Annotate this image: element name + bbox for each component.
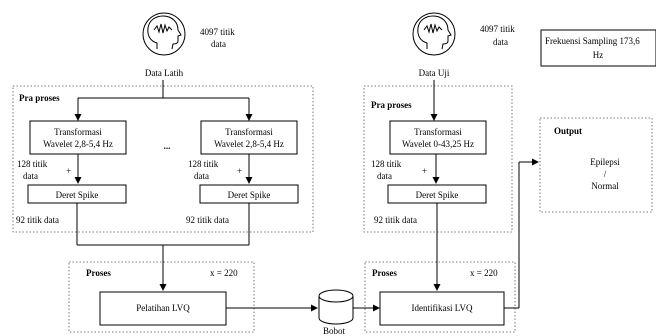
- wavelet-test-line1: Transformasi: [414, 127, 462, 137]
- wavelet-test-box: [389, 120, 487, 155]
- lvq-identification-label: Identifikasi LVQ: [412, 303, 473, 313]
- left-plus: +: [66, 166, 71, 176]
- wavelet-test-line2: Wavelet 0-43,25 Hz: [402, 139, 474, 149]
- training-head-icon: [142, 12, 186, 56]
- test-points-line1: 4097 titik: [480, 24, 515, 34]
- test-data-label: Data Uji: [419, 68, 450, 78]
- spike-left-label: Deret Spike: [56, 190, 99, 200]
- left-128-line1: 128 titik: [17, 159, 48, 169]
- test-128-line1: 128 titik: [371, 159, 402, 169]
- wavelet-right-line1: Transformasi: [225, 127, 273, 137]
- spike-right-label: Deret Spike: [228, 190, 271, 200]
- right-128-line1: 128 titik: [188, 159, 219, 169]
- left-92-label: 92 titik data: [16, 215, 59, 225]
- wavelet-left-box: [29, 120, 127, 155]
- wavelet-right-line2: Wavelet 2,8-5,4 Hz: [214, 139, 284, 149]
- lvq-identification-box: [379, 291, 505, 326]
- wavelet-left-line2: Wavelet 2,8-5,4 Hz: [43, 139, 113, 149]
- training-preprocess-title: Pra proses: [19, 93, 60, 103]
- sampling-box: [540, 29, 656, 67]
- test-process-title: Proses: [372, 268, 397, 278]
- left-128-line2: data: [23, 171, 38, 181]
- test-preprocess-region: [363, 85, 513, 233]
- test-plus: +: [422, 166, 427, 176]
- wavelet-left-line1: Transformasi: [54, 127, 102, 137]
- training-process-region: [68, 261, 255, 333]
- output-region: [539, 117, 653, 213]
- right-plus: +: [237, 166, 242, 176]
- test-92-label: 92 titik data: [374, 215, 417, 225]
- database-icon: [318, 289, 354, 325]
- spike-test-label: Deret Spike: [416, 190, 459, 200]
- test-points-line2: data: [493, 37, 508, 47]
- weights-label: Bobot: [323, 326, 346, 336]
- ellipsis: ...: [164, 141, 171, 151]
- right-92-label: 92 titik data: [186, 215, 229, 225]
- output-line3: Normal: [591, 181, 619, 191]
- output-line2: /: [604, 169, 607, 179]
- test-preprocess-title: Pra proses: [371, 100, 412, 110]
- training-process-title: Proses: [86, 268, 111, 278]
- test-process-x: x = 220: [470, 268, 498, 278]
- output-line1: Epilepsi: [590, 157, 620, 167]
- training-points-line1: 4097 titik: [200, 27, 235, 37]
- sampling-line1: Frekuensi Sampling 173,6: [545, 36, 640, 46]
- training-process-x: x = 220: [210, 268, 238, 278]
- training-points-line2: data: [211, 39, 226, 49]
- right-128-line2: data: [194, 171, 209, 181]
- sampling-line2: Hz: [593, 50, 604, 60]
- training-data-label: Data Latih: [145, 68, 184, 78]
- wavelet-right-box: [200, 120, 298, 155]
- test-process-region: [364, 261, 516, 333]
- test-128-line2: data: [377, 171, 392, 181]
- lvq-training-label: Pelatihan LVQ: [136, 303, 190, 313]
- training-preprocess-region: [12, 85, 314, 233]
- output-title: Output: [554, 126, 582, 136]
- test-head-icon: [412, 12, 456, 56]
